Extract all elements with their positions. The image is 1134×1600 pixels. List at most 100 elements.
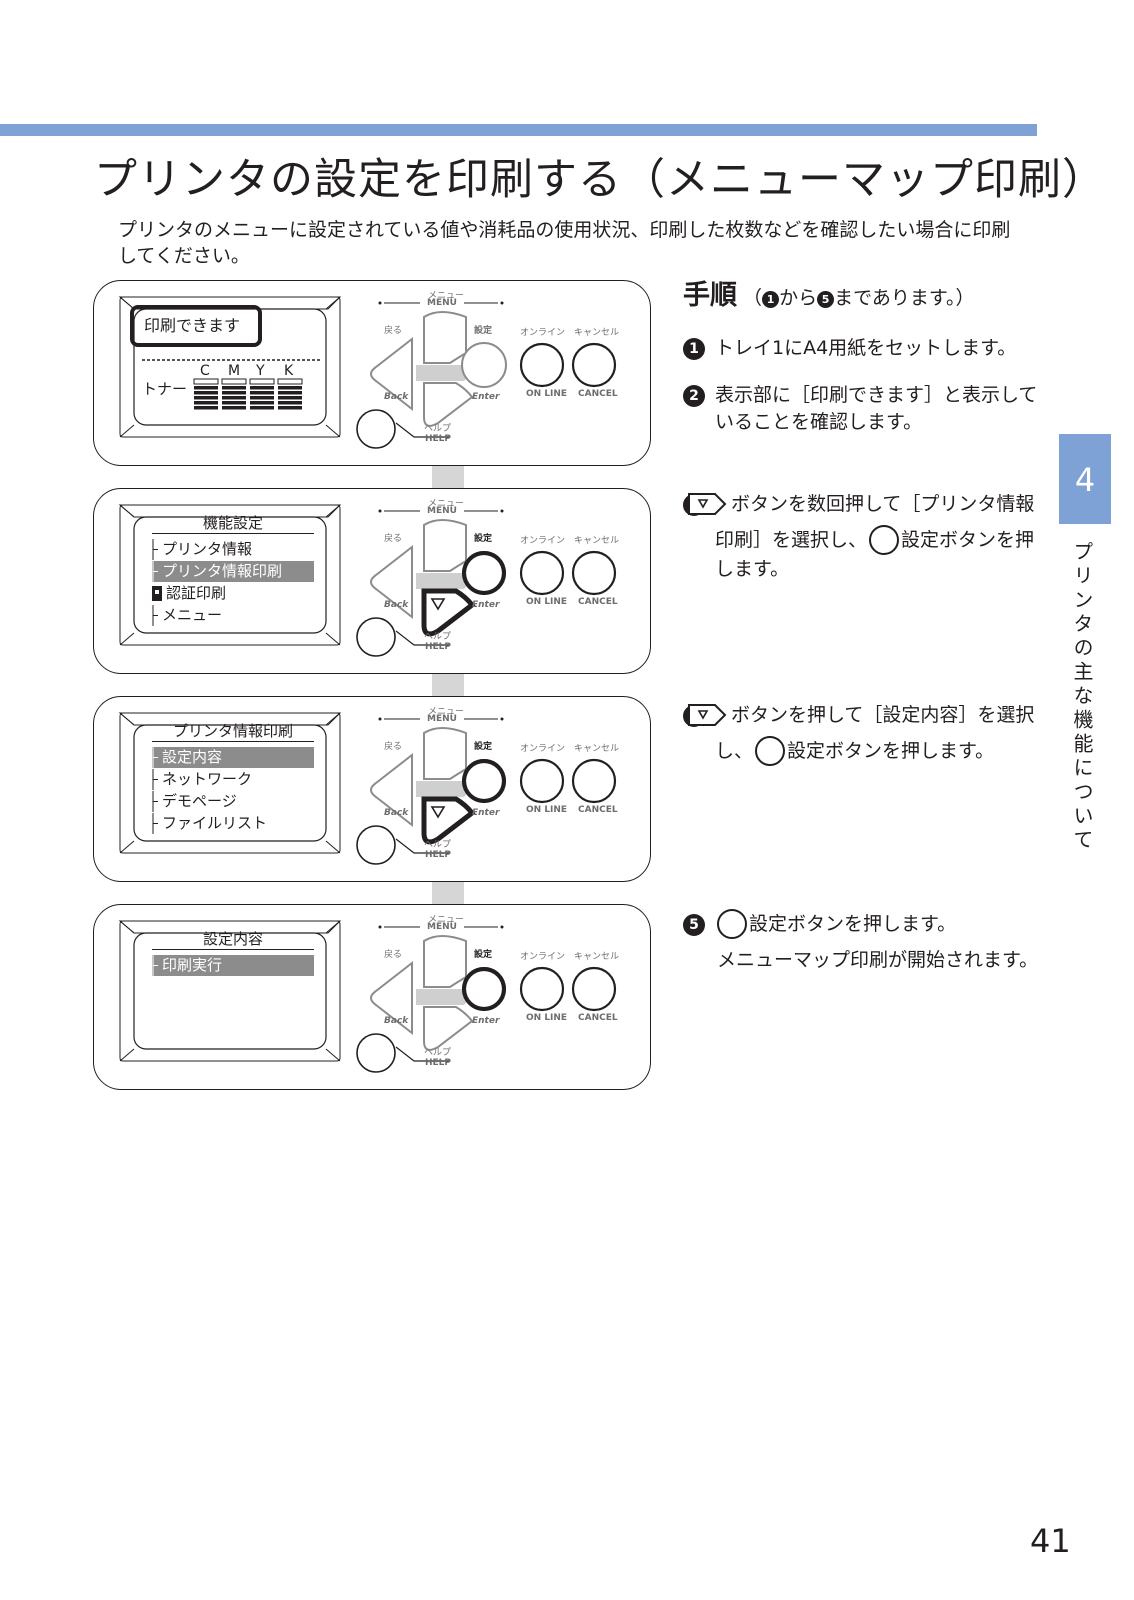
enter-button-icon	[755, 736, 786, 766]
tree-branch-icon	[152, 791, 158, 812]
lcd-menu-item-label: デモページ	[162, 792, 237, 810]
lcd-menu-item-label: プリンタ情報	[162, 540, 253, 558]
lcd-menu-item: デモページ	[152, 791, 314, 812]
step-5-result: メニューマップ印刷が開始されます。	[717, 949, 1039, 971]
procedure-note-post: まであります。）	[834, 287, 975, 309]
panel-connector	[432, 463, 464, 491]
header-bar	[0, 124, 1037, 136]
step-number: 2	[683, 385, 705, 407]
step-text: ボタンを数回押して［プリンタ情報印刷］を選択し、	[715, 493, 1035, 551]
panel-label-back-en: Back	[384, 1016, 409, 1026]
panel-label-enter-jp: 設定	[474, 326, 493, 336]
lcd-menu-item: 設定内容	[152, 747, 314, 768]
panel-label-help-jp: ヘルプ	[424, 632, 452, 642]
step-number: 5	[683, 914, 705, 936]
step-number: 1	[683, 338, 705, 360]
lcd-title: プリンタ情報印刷	[152, 721, 314, 742]
panel-label-menu-en: MENU	[427, 298, 457, 308]
lcd-menu-item: プリンタ情報	[152, 539, 314, 560]
lcd-title: 機能設定	[152, 513, 314, 534]
panel-label-back-jp: 戻る	[384, 326, 403, 336]
chapter-tab: 4	[1059, 434, 1111, 524]
panel-label-enter-jp: 設定	[474, 742, 493, 752]
page-title: プリンタの設定を印刷する（メニューマップ印刷）	[94, 155, 1106, 205]
lcd-title: 設定内容	[152, 929, 314, 950]
tree-branch-icon	[152, 955, 158, 976]
down-button-icon	[688, 702, 727, 736]
panel-label-cancel-en: CANCEL	[578, 389, 618, 399]
panel-connector	[432, 671, 464, 699]
step-text: 設定ボタンを押します。	[749, 913, 957, 935]
procedure-note-pre: （	[743, 287, 763, 309]
panel-label-enter-en: Enter	[472, 392, 500, 402]
tree-branch-icon	[152, 813, 158, 834]
panel-label-online-en: ON LINE	[526, 389, 568, 399]
panel-label-help-en: HELP	[425, 850, 452, 860]
lcd-menu-item: ネットワーク	[152, 769, 314, 790]
panel-label-online-jp: オンライン	[520, 952, 566, 962]
panel-label-online-jp: オンライン	[520, 744, 566, 754]
panel-label-back-en: Back	[384, 808, 409, 818]
panel-label-help-jp: ヘルプ	[424, 1048, 452, 1058]
lcd-menu-item: 印刷実行	[152, 955, 314, 976]
panel-label-help-en: HELP	[425, 642, 452, 652]
enter-button-icon	[717, 909, 747, 939]
step-text: トレイ1にA4用紙をセットします。	[715, 337, 1017, 359]
panel-label-back-jp: 戻る	[384, 950, 403, 960]
panel-label-cancel-jp: キャンセル	[574, 328, 620, 338]
panel-label-cancel-jp: キャンセル	[574, 536, 620, 546]
panel-label-help-jp: ヘルプ	[424, 840, 452, 850]
lcd-menu-item: プリンタ情報印刷	[152, 561, 314, 582]
panel-label-cancel-en: CANCEL	[578, 1013, 618, 1023]
panel-label-enter-en: Enter	[472, 600, 500, 610]
panel-label-back-jp: 戻る	[384, 742, 403, 752]
panel-label-online-jp: オンライン	[520, 536, 566, 546]
step-5: 5 設定ボタンを押します。	[683, 909, 1043, 939]
lcd-menu-item: ファイルリスト	[152, 813, 314, 834]
step-text: 表示部に［印刷できます］と表示していることを確認します。	[715, 384, 1038, 433]
lcd-menu-item-label: ファイルリスト	[162, 814, 268, 832]
panel-label-online-jp: オンライン	[520, 328, 566, 338]
step-range-end: 5	[817, 291, 835, 308]
toner-color-y: Y	[256, 363, 265, 379]
step-1: 1 トレイ1にA4用紙をセットします。	[683, 335, 1043, 362]
panel-label-help-en: HELP	[425, 1058, 452, 1068]
intro-text: プリンタのメニューに設定されている値や消耗品の使用状況、印刷した枚数などを確認し…	[118, 219, 1011, 267]
tree-branch-icon	[152, 539, 158, 560]
tree-branch-icon	[152, 605, 158, 626]
enter-button-icon	[869, 525, 900, 555]
step-text: ボタンを押して［設定内容］を選択し、	[715, 704, 1035, 762]
panel-connector	[432, 879, 464, 907]
panel-label-back-en: Back	[384, 600, 409, 610]
panel-label-online-en: ON LINE	[526, 805, 568, 815]
lcd-menu-item-label: 設定内容	[162, 748, 223, 766]
panel-label-menu-en: MENU	[427, 714, 457, 724]
panel-label-menu-jp: メニュー	[428, 499, 465, 509]
chapter-title: プリンタの主な機能について	[1070, 541, 1094, 853]
lcd-menu-item: メニュー	[152, 605, 314, 626]
tree-branch-icon	[152, 769, 158, 790]
panel-label-back-jp: 戻る	[384, 534, 403, 544]
toner-label: トナー	[142, 380, 188, 398]
step-text: 設定ボタンを押します。	[715, 529, 1035, 580]
panel-label-menu-en: MENU	[427, 922, 457, 932]
panel-label-enter-en: Enter	[472, 1016, 500, 1026]
toner-gauge	[193, 378, 303, 410]
down-button-icon	[688, 491, 727, 525]
lock-icon	[152, 583, 162, 604]
panel-label-online-en: ON LINE	[526, 597, 568, 607]
panel-label-enter-jp: 設定	[474, 534, 493, 544]
panel-label-cancel-en: CANCEL	[578, 805, 618, 815]
procedure-title: 手順	[683, 280, 737, 311]
lcd-menu-item-label: 認証印刷	[166, 584, 227, 602]
toner-color-m: M	[228, 363, 241, 379]
tree-branch-icon	[152, 747, 158, 768]
toner-color-k: K	[284, 363, 294, 379]
panel-label-enter-en: Enter	[472, 808, 500, 818]
step-range-start: 1	[762, 291, 780, 308]
panel-label-back-en: Back	[384, 392, 409, 402]
